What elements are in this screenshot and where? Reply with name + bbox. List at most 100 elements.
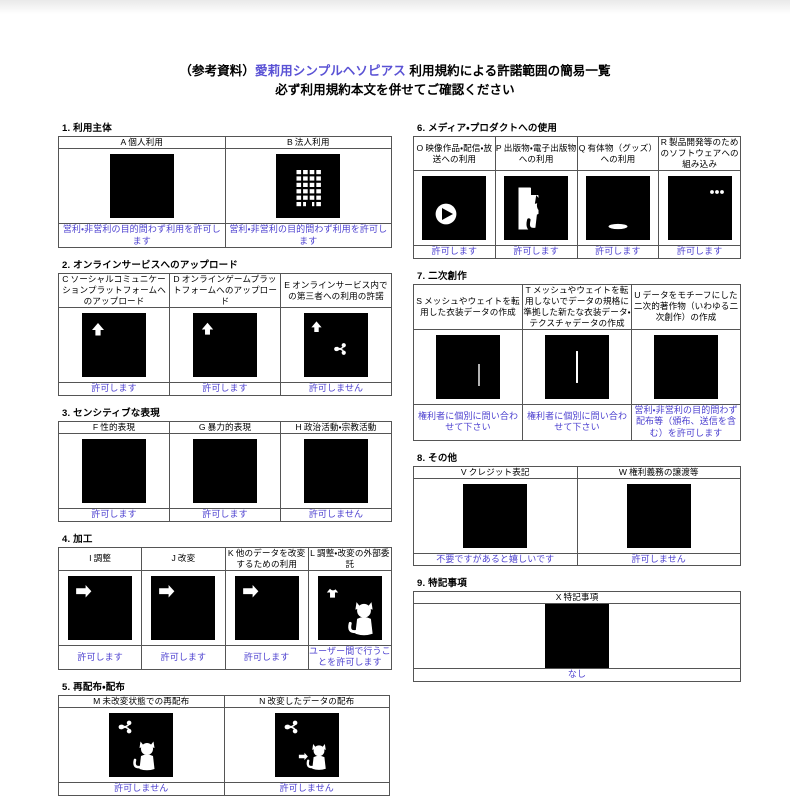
item-letter: E	[284, 279, 291, 290]
item-icon-cell-M	[58, 707, 225, 784]
item-permission-note-E: 許可しません	[280, 382, 392, 397]
item-permission-note-I: 許可します	[57, 644, 143, 671]
item-icon-cell-R	[658, 170, 741, 246]
table-row-notes: 権利者に個別に問い合わせて下さい権利者に個別に問い合わせて下さい営利・非営利の目…	[413, 403, 741, 441]
share-folder-modified-cat-icon	[225, 713, 390, 778]
section-title: 7. 二次創作	[417, 270, 467, 282]
title-line-1: （参考資料）愛莉用シンプルヘソピアス 利用規約による許諾範囲の簡易一覧	[0, 62, 790, 81]
item-icon-cell-X	[413, 603, 741, 670]
table-row-icons	[58, 707, 390, 784]
section-title: 5. 再配布・配布	[62, 682, 126, 694]
item-label: 個人利用	[128, 137, 164, 147]
item-letter: I	[89, 553, 92, 564]
exclamation-icon	[414, 604, 740, 669]
item-permission-note-J: 許可します	[141, 644, 226, 671]
item-label: 調整・改変の外部委託	[317, 547, 390, 569]
item-icon-cell-Q	[576, 170, 660, 246]
title-prefix: （参考資料）	[179, 64, 255, 78]
window-cat-icon	[659, 176, 740, 240]
item-letter: V	[460, 466, 467, 477]
section-title: 1. 利用主体	[62, 123, 112, 134]
item-icon-cell-C	[58, 307, 170, 384]
item-label: 改変	[177, 553, 196, 564]
item-icon-cell-T	[522, 328, 632, 405]
item-label: クレジット表記	[468, 466, 530, 477]
item-label: 有体物（グッズ）への利用	[587, 142, 658, 164]
item-label: 未改変状態での再配布	[102, 696, 190, 707]
table-row-icons	[58, 307, 392, 384]
item-label: 他のデータを改変するための利用	[235, 547, 306, 569]
item-icon-cell-E	[280, 307, 392, 384]
item-permission-note-U: 営利・非営利の目的問わず配布等（頒布、送信を含む）を許可します	[631, 403, 741, 441]
cloth-icon	[523, 334, 631, 399]
item-label: オンラインゲームプラットフォームへのアップロード	[172, 274, 278, 307]
item-icon-cell-I	[57, 569, 143, 646]
cat-to-cloth-icon	[414, 334, 522, 399]
item-letter: X	[555, 592, 562, 603]
item-letter: S	[416, 295, 423, 306]
outsource-cats-icon	[309, 575, 391, 640]
section-title: 4. 加工	[62, 533, 93, 545]
upload-cat-icon	[59, 313, 169, 378]
table-row-icons	[413, 328, 741, 405]
item-icon-cell-L	[307, 569, 393, 646]
item-icon-cell-J	[141, 569, 226, 646]
item-letter: M	[93, 696, 101, 707]
item-permission-note-X: なし	[413, 668, 741, 683]
item-icon-cell-B	[224, 148, 392, 224]
item-permission-note-F: 許可します	[58, 508, 170, 522]
item-permission-note-R: 許可します	[658, 245, 741, 259]
item-letter: J	[171, 553, 176, 564]
item-permission-note-C: 許可します	[58, 382, 170, 397]
play-cat-icon	[414, 176, 495, 240]
item-permission-note-B: 営利・非営利の目的問わず利用を許可します	[224, 222, 392, 249]
item-letter: Q	[578, 142, 586, 153]
arrow-cat-equals-icon	[59, 575, 141, 640]
item-label: 特記事項	[563, 592, 599, 603]
item-label: 権利義務の譲渡等	[629, 466, 699, 477]
item-label: 映像作品・配信・放送への利用	[425, 142, 493, 164]
item-icon-cell-V	[413, 477, 578, 554]
table-row-icons	[413, 170, 741, 246]
item-label: オンラインサービス内での第三者への利用の許諾	[288, 279, 388, 301]
item-permission-note-A: 営利・非営利の目的問わず利用を許可します	[58, 222, 226, 249]
table-row-icons	[58, 148, 392, 224]
section-title: 6. メディア・プロダクトへの使用	[417, 123, 558, 134]
title-brand: 愛莉用シンプルヘソピアス	[254, 64, 406, 78]
item-letter: O	[416, 142, 424, 153]
item-icon-cell-N	[223, 707, 390, 784]
item-label: データをモチーフにした二次的著作物（いわゆる二次創作）の作成	[633, 290, 739, 323]
section-title: 2. オンラインサービスへのアップロード	[62, 260, 239, 272]
